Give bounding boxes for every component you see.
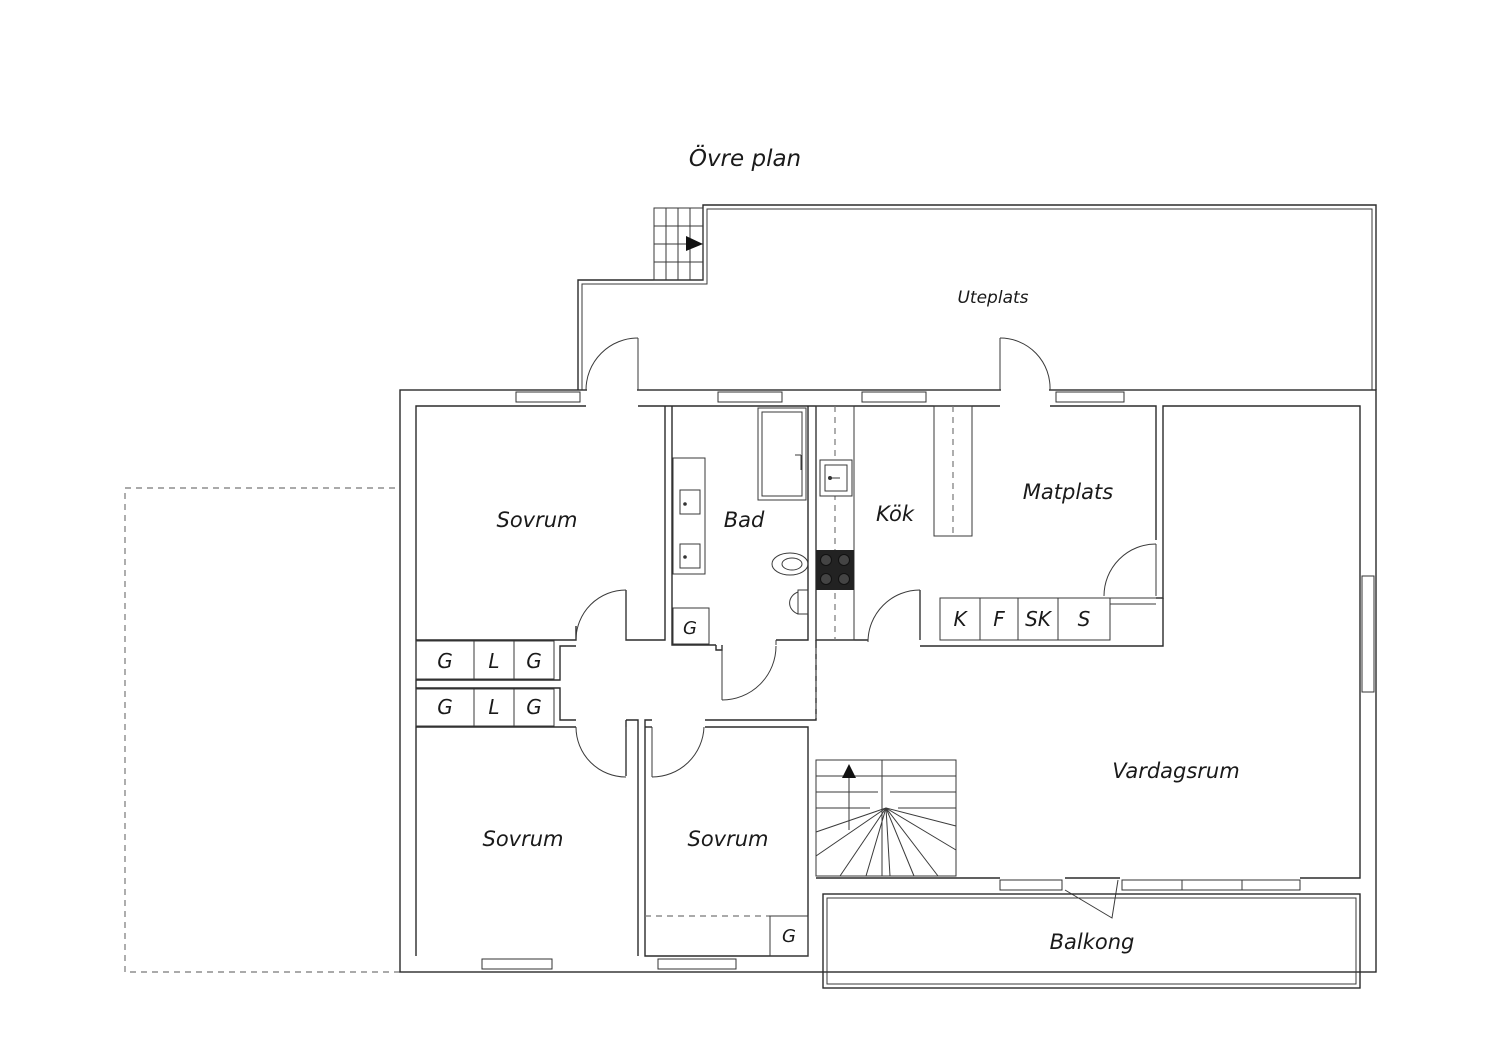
plan-title: Övre plan <box>689 144 801 172</box>
kitchen-unit-label: K <box>953 607 968 631</box>
closet-label: G <box>437 695 453 719</box>
toilet <box>789 589 809 615</box>
room-label-sovrum: Sovrum <box>482 827 563 851</box>
room-label-balkong: Balkong <box>1050 930 1135 954</box>
room-label-kok: Kök <box>876 502 915 526</box>
closet-label: L <box>488 649 499 673</box>
window <box>1121 879 1301 891</box>
balcony <box>822 893 1361 989</box>
kitchen-units: K F SK S <box>939 597 1163 641</box>
kitchen-island <box>933 405 973 537</box>
stair-arrow-icon <box>842 764 856 778</box>
closet-label: G <box>782 926 796 947</box>
window <box>657 958 737 970</box>
outdoor-stair <box>653 207 704 281</box>
bedroom-closet: G <box>645 915 809 957</box>
hall-closets-row2: G L G <box>415 688 555 727</box>
bathtub <box>757 407 807 501</box>
closet-label: G <box>526 695 542 719</box>
closet-label: G <box>526 649 542 673</box>
interior-doors <box>575 543 1157 919</box>
stair-arrow-icon <box>686 236 703 251</box>
stove-icon <box>816 550 854 590</box>
room-label-vardagsrum: Vardagsrum <box>1112 759 1239 783</box>
window <box>717 391 783 403</box>
door-bedroom-terrace <box>585 337 639 391</box>
door-dining-terrace <box>999 337 1051 391</box>
room-label-uteplats: Uteplats <box>957 288 1028 308</box>
window <box>481 958 553 970</box>
window <box>861 391 927 403</box>
bath-counter <box>672 457 706 575</box>
interior-stair <box>815 759 957 877</box>
kitchen-unit-label: SK <box>1025 607 1053 631</box>
bath-closet <box>672 607 710 645</box>
closet-label: G <box>437 649 453 673</box>
hall-closets-row1: G L G <box>415 640 555 680</box>
room-label-sovrum: Sovrum <box>496 508 577 532</box>
room-label-bad: Bad <box>724 508 765 532</box>
kitchen-unit-label: S <box>1078 607 1091 631</box>
window <box>515 391 581 403</box>
room-label-matplats: Matplats <box>1023 480 1113 504</box>
closet-label: L <box>488 695 499 719</box>
lower-level-outline <box>124 487 400 973</box>
bath-closet-label: G <box>683 618 697 639</box>
kitchen-unit-label: F <box>993 607 1005 631</box>
room-label-sovrum: Sovrum <box>687 827 768 851</box>
bidet <box>771 552 809 576</box>
window <box>1055 391 1125 403</box>
window <box>1361 575 1375 693</box>
window <box>999 879 1063 891</box>
kitchen-counter <box>815 405 855 641</box>
